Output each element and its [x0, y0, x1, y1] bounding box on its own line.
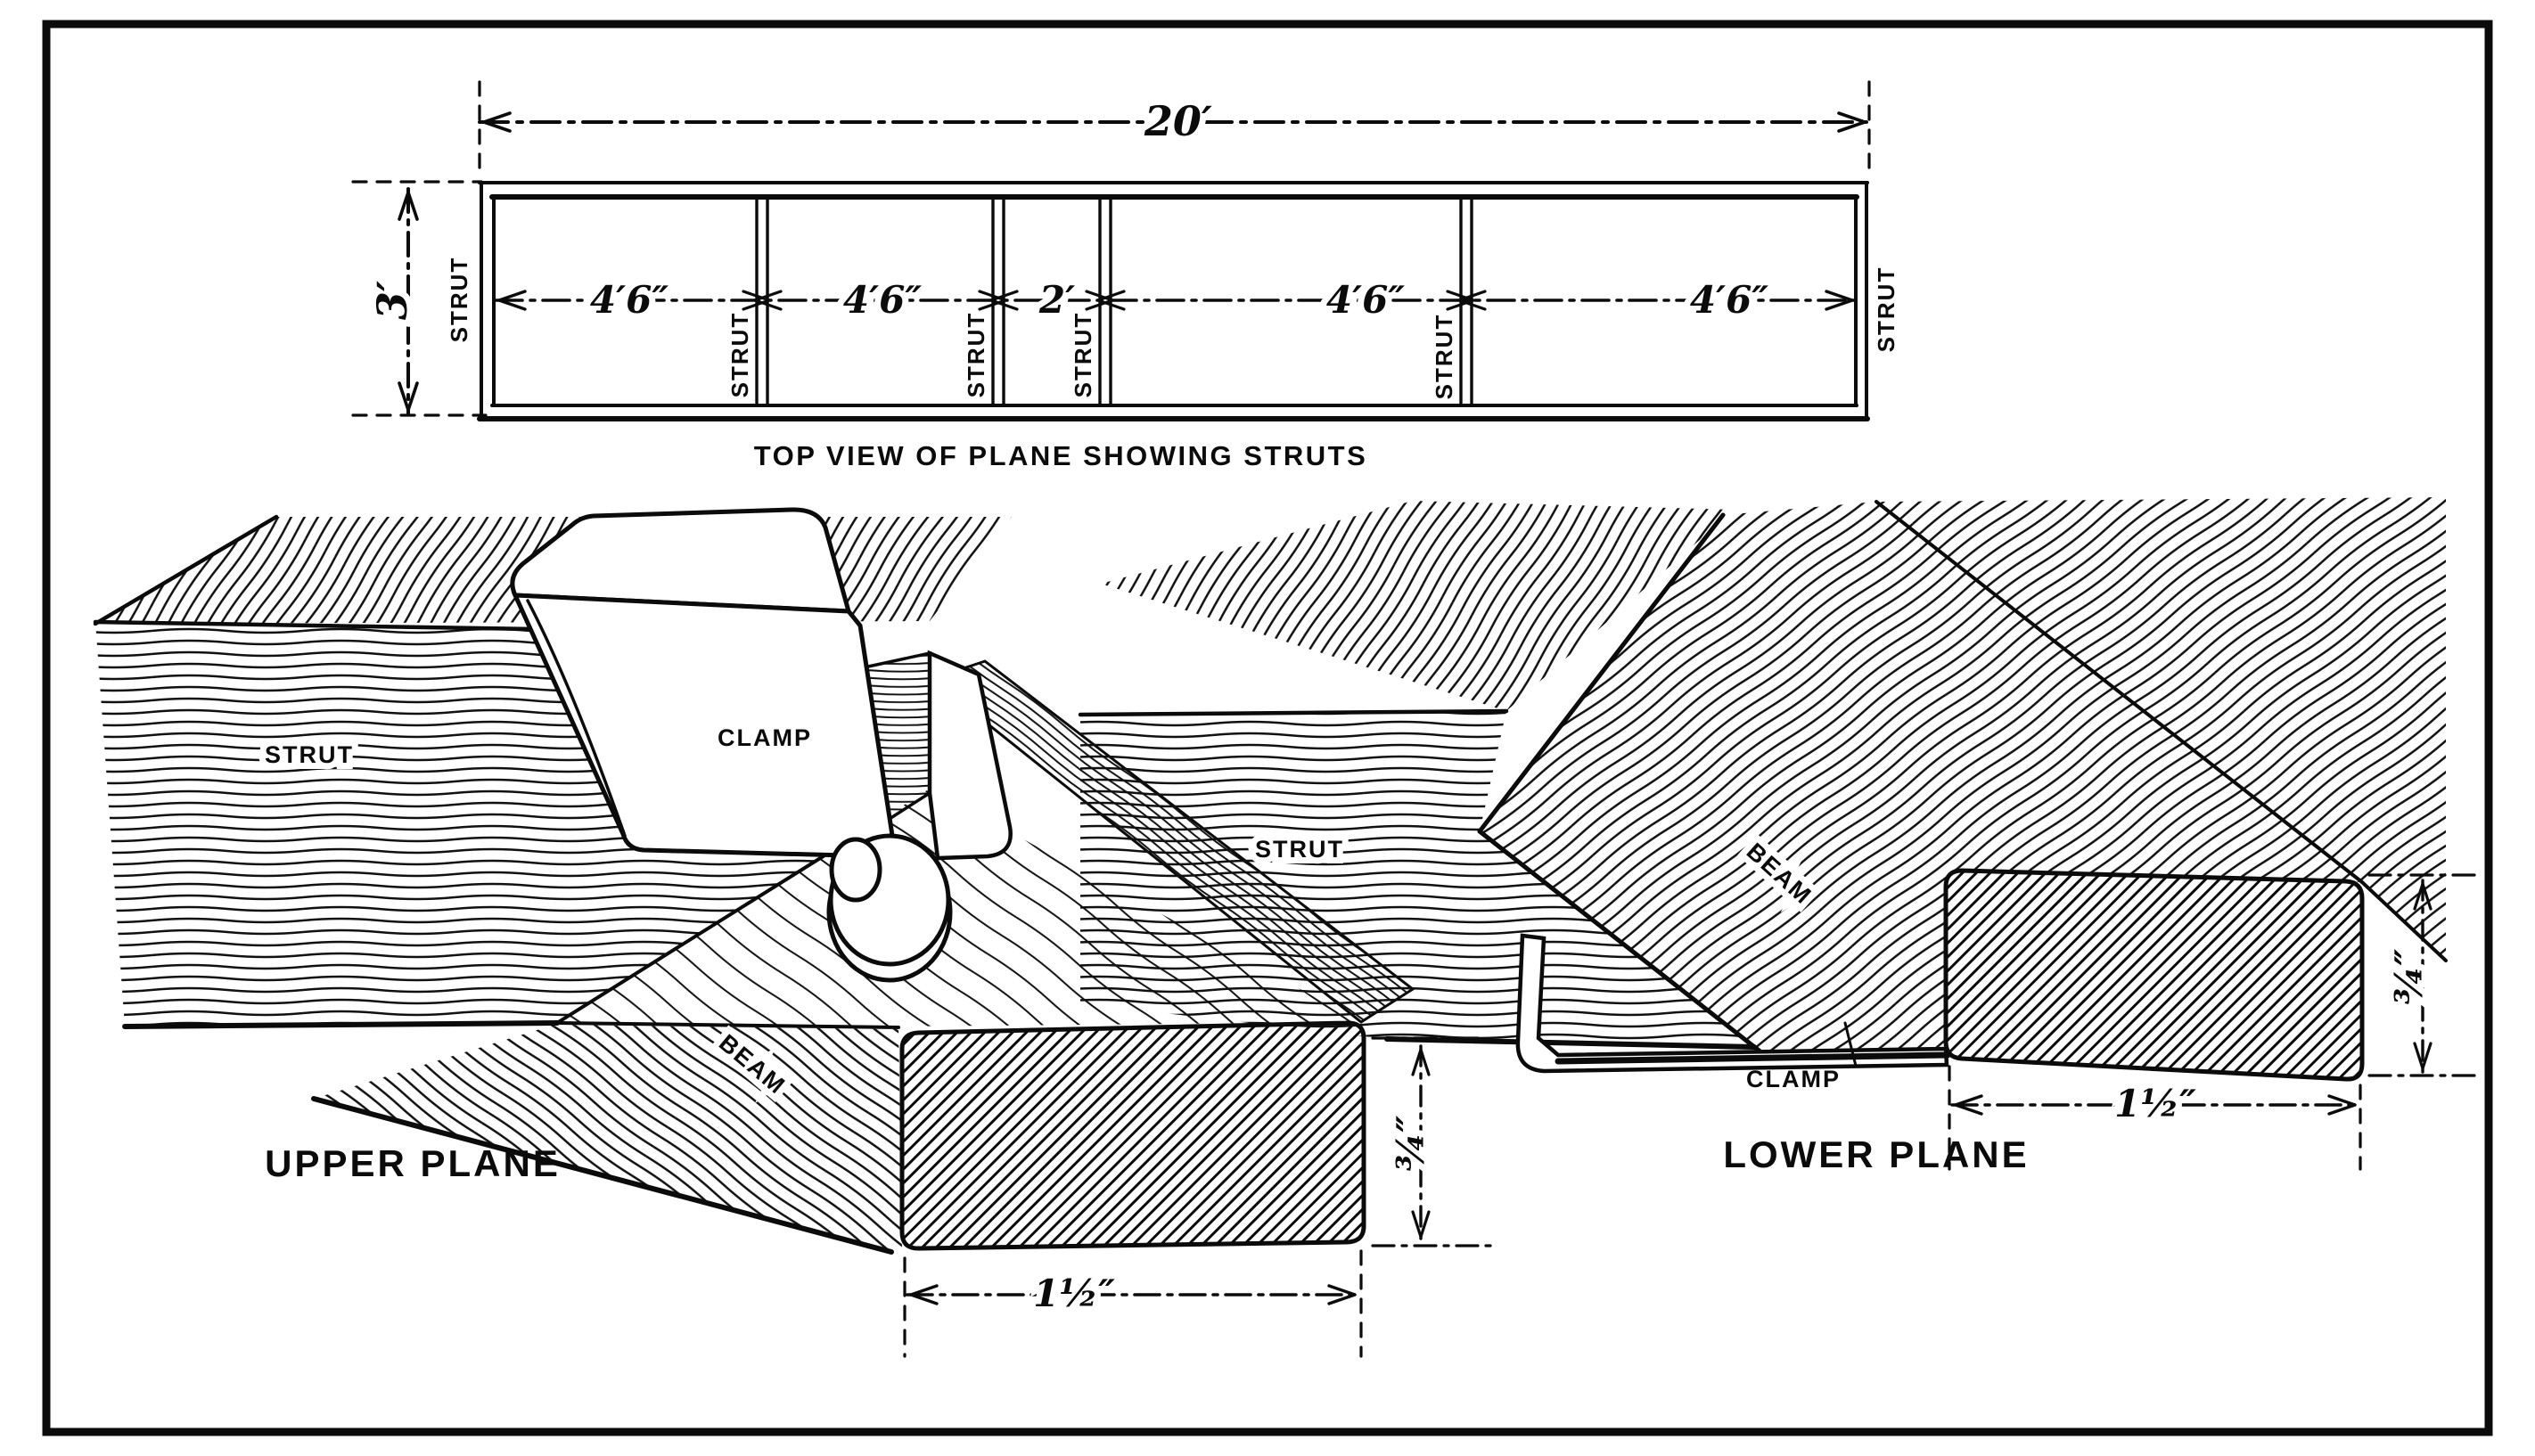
arrowhead-icon: [1825, 290, 1854, 311]
lower-beam-end-face: [1943, 868, 2365, 1082]
arrowhead-right-icon: [1837, 111, 1866, 133]
strut-arrowheads: [742, 290, 1487, 311]
lower-plane-title: LOWER PLANE: [1723, 1133, 2029, 1175]
top-view: 20′ 3′: [351, 80, 1899, 471]
upper-strut-top-edge: [93, 514, 279, 626]
clamp-thickness-line: [526, 599, 627, 838]
upper-beam-top-arris: [555, 1021, 900, 1029]
arrowhead-right-icon: [2327, 1094, 2357, 1116]
arrowhead-down-icon: [2413, 1042, 2432, 1070]
bay-dimension-label: 2′: [1038, 278, 1075, 322]
upper-depth-dimension: ¾″: [1371, 1036, 1499, 1247]
upper-strut-label: STRUT: [265, 741, 354, 768]
upper-strut-front-bottom-edge: [122, 1020, 560, 1029]
upper-clamp-label: CLAMP: [718, 724, 812, 751]
arrowhead-down-icon: [1411, 1210, 1431, 1239]
lower-beam-exit-edge: [2360, 880, 2448, 962]
top-view-caption: TOP VIEW OF PLANE SHOWING STRUTS: [754, 440, 1368, 471]
top-view-strut-labels: STRUT STRUT STRUT STRUT STRUT STRUT: [446, 257, 1899, 400]
arrowhead-up-icon: [1411, 1048, 1431, 1076]
lower-strut-label: STRUT: [1255, 836, 1344, 863]
width-dimension-label: 1½″: [1033, 1272, 1115, 1315]
strut-label-internal: STRUT: [1431, 314, 1457, 400]
upper-beam-end-face: [899, 1020, 1366, 1251]
arrowhead-up-icon: [2413, 882, 2432, 911]
dimension-chord-3ft: 3′: [351, 180, 488, 417]
span-dimension-label: 20′: [1144, 97, 1212, 145]
upper-plane-detail: ¾″ 1½″ STRUT CLAMP BEAM UPPER PLANE: [93, 507, 1499, 1358]
lower-beam-left-edge: [1477, 512, 1726, 834]
clamp-bottom-edge: [1555, 1051, 1951, 1065]
upper-beam-bottom-edge: [311, 1096, 894, 1255]
lower-depth-dimension: ¾″: [2367, 873, 2476, 1077]
depth-dimension-label: ¾″: [1389, 1115, 1432, 1171]
arrowhead-left-icon: [1954, 1094, 1983, 1116]
arrowhead-right-icon: [1327, 1284, 1357, 1305]
chord-dimension-label: 3′: [368, 281, 416, 320]
strut-label-right-end: STRUT: [1873, 266, 1899, 353]
lower-beam-front-face: [1480, 502, 2362, 1062]
clamp-rear-band: [927, 650, 1013, 861]
bay-dimension-label: 4′6″: [590, 278, 669, 322]
lower-plane-detail: ¾″ 1½″ STRUT BEAM CLAMP LOWER PLANE: [1078, 497, 2476, 1175]
lower-clamp-label: CLAMP: [1746, 1066, 1841, 1092]
depth-dimension-label: ¾″: [2387, 948, 2431, 1004]
upper-strut-beam-junction-edge: [555, 831, 862, 1025]
bay-dimension-label: 4′6″: [1690, 278, 1769, 322]
arrowhead-down-icon: [398, 381, 419, 412]
clamp-top-band: [510, 507, 852, 614]
arrowhead-icon: [497, 290, 527, 311]
arrowhead-left-icon: [482, 111, 512, 133]
bolt-hole-icon: [829, 837, 882, 903]
strut-label-internal: STRUT: [1070, 312, 1096, 398]
bay-dimension-label: 4′6″: [843, 278, 923, 322]
upper-strut-front-top-edge: [93, 619, 537, 632]
upper-clamp: [510, 507, 1013, 983]
bay-dimension-chain: 4′6″ 4′6″ 2′ 4′6″ 4′6″: [494, 272, 1856, 328]
dimension-span-20ft: 20′: [478, 80, 1871, 180]
width-dimension-label: 1½″: [2114, 1082, 2196, 1125]
lower-strut-front-top-edge: [1078, 708, 1509, 717]
strut-label-internal: STRUT: [963, 312, 989, 398]
figure-border: [42, 20, 2493, 1436]
upper-beam-front-face: [314, 1025, 902, 1251]
strut-label-internal: STRUT: [726, 312, 753, 398]
lower-width-dimension: 1½″: [1948, 1065, 2362, 1171]
lower-beam-front-arris: [1477, 829, 1776, 1065]
upper-width-dimension: 1½″: [903, 1249, 1363, 1358]
lower-beam-rear-arris: [1875, 500, 2364, 884]
arrowhead-left-icon: [909, 1284, 939, 1305]
clamp-leader-line: [1843, 1021, 1858, 1067]
strut-label-left-end: STRUT: [446, 257, 472, 343]
bay-dimension-label: 4′6″: [1326, 278, 1406, 322]
upper-plane-title: UPPER PLANE: [265, 1142, 561, 1184]
lower-strut-front-face: [1080, 711, 1754, 1047]
arrowhead-up-icon: [398, 191, 419, 221]
lower-strut-bottom-edge: [1384, 1036, 1757, 1050]
lower-strut-top-face: [1101, 501, 1734, 711]
lower-clamp: [1515, 933, 1951, 1074]
